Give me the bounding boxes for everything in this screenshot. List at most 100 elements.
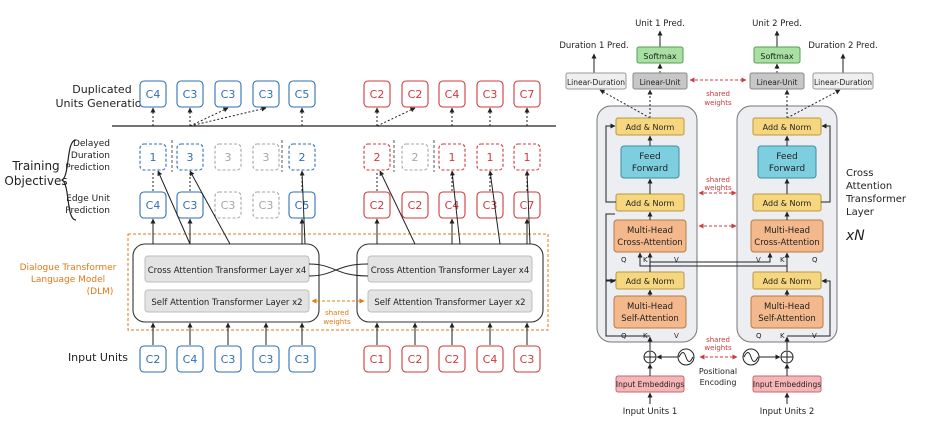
cross-layer-1-label: Cross Attention Transformer Layer x4 [148,266,306,276]
dlm-label-1: Dialogue Transformer [20,263,117,273]
svg-text:Q: Q [812,256,818,264]
cross-layer-label-4: Layer [846,207,875,218]
dlm-label-3: (DLM) [87,287,114,297]
linear-duration-2 [812,72,874,90]
ch2-generation-2-box [438,80,466,108]
ch1-generation-1: C3 [183,88,198,101]
ch1-generation-2: C3 [221,88,236,101]
linear-unit-2 [749,72,805,90]
cross-layer-2-label: Cross Attention Transformer Layer x4 [371,266,529,276]
ch1-inputs-2-box [214,345,242,373]
ch1-inputs-2: C3 [221,353,236,366]
ch1-durations-2: 3 [225,151,232,164]
ch1-edge_units-0-box [139,191,167,219]
ch2-durations-4: 1 [524,151,531,164]
dlm-stack-1: Cross Attention Transformer Layer x4 Sel… [132,243,320,323]
unit1-pred: Unit 1 Pred. [635,19,685,29]
svg-text:Q: Q [621,332,627,340]
linear-unit-1-label: Linear-Unit [640,78,681,87]
svg-text:V: V [674,256,679,264]
duration1-pred: Duration 1 Pred. [559,41,628,51]
svg-text:Forward: Forward [769,164,805,174]
ch2-edge_units-1-box [401,191,429,219]
svg-text:Self-Attention: Self-Attention [758,314,816,324]
ch1-inputs-4-box [288,345,316,373]
ch2-inputs-4: C3 [520,353,535,366]
softmax-1 [636,46,684,64]
ch2-durations-3: 1 [487,151,494,164]
ch2-durations-1: 2 [412,151,419,164]
dur1-arrow-a [157,170,191,245]
cross-arrow-b [308,263,369,277]
ch2-edge_units-2: C4 [445,199,460,212]
softmax-1-label: Softmax [643,52,676,61]
svg-text:V: V [812,332,817,340]
ch1-edge_units-4-box [288,191,316,219]
svg-text:Cross-Attention: Cross-Attention [754,238,819,248]
svg-text:Q: Q [621,256,627,264]
add-norm-1a [615,117,685,136]
svg-text:Add & Norm: Add & Norm [626,123,675,132]
svg-text:Add & Norm: Add & Norm [626,199,675,208]
linear-unit-1 [632,72,688,90]
ch1-durations-4-box [288,143,316,171]
duration2-pred: Duration 2 Pred. [808,41,877,51]
ch2-inputs-4-box [513,345,541,373]
svg-text:weights: weights [704,344,732,352]
input-units-1-label: Input Units 1 [623,407,678,417]
ch2-generation-1-box [401,80,429,108]
svg-text:K: K [643,256,648,264]
delayed-label-1: Delayed [73,139,110,149]
ch2-durations-0-box [363,143,391,171]
cross-layer-label-3: Transformer [845,194,907,205]
svg-text:Input Embeddings: Input Embeddings [616,380,684,389]
linear-unit-2-label: Linear-Unit [757,78,798,87]
svg-text:Multi-Head: Multi-Head [627,226,673,236]
ch1-generation-3: C3 [259,88,274,101]
svg-text:Multi-Head: Multi-Head [764,302,810,312]
training-brace [60,139,77,221]
ch2-generation-4-box [513,80,541,108]
dlm-shared-label-1: shared [325,309,349,317]
ch2-inputs-0: C1 [370,353,385,366]
svg-text:weights: weights [704,184,732,192]
svg-text:Feed: Feed [776,152,797,162]
ch2-durations-4-box [513,143,541,171]
duplicated-label-1: Duplicated [72,83,131,96]
ch1-inputs-0-box [139,345,167,373]
dur1-arrow-c [299,170,306,245]
ch2-generation-3-box [476,80,504,108]
ch1-generation-2-box [214,80,242,108]
xn-label: xN [845,228,865,244]
self-layer-1-label: Self Attention Transformer Layer x2 [151,298,302,308]
ch1-generation-4-box [288,80,316,108]
ch1-edge_units-2: C3 [221,199,236,212]
ch2-durations-0: 2 [374,151,381,164]
ch2-durations-2-box [438,143,466,171]
ch1-durations-1: 3 [187,151,194,164]
ch2-inputs-2-box [438,345,466,373]
edge-label-1: Edge Unit [66,194,110,204]
ch1-durations-4: 2 [299,151,306,164]
ch2-generation-4: C7 [520,88,535,101]
ch2-edge_units-4: C7 [520,199,535,212]
svg-text:Cross-Attention: Cross-Attention [617,238,682,248]
ch1-durations-1-box [176,143,204,171]
svg-text:K: K [780,256,785,264]
ch2-edge_units-3: C3 [483,199,498,212]
softmax-2 [753,46,801,64]
ch1-edge_units-1: C3 [183,199,198,212]
input-units-2-label: Input Units 2 [760,407,815,417]
ch2-durations-3-box [476,143,504,171]
ch1-edge_units-3-box [252,191,280,219]
ch2-inputs-1: C2 [408,353,423,366]
softmax-2-label: Softmax [760,52,793,61]
shared-top-2: weights [704,99,732,107]
dlm-label-2: Language Model [31,275,105,285]
ch2-inputs-3-box [476,345,504,373]
svg-text:Feed: Feed [639,152,660,162]
ch1-generation-0-box [139,80,167,108]
ch1-generation-0: C4 [146,88,161,101]
svg-text:K: K [643,332,648,340]
linear-duration-1-label: Linear-Duration [567,78,625,87]
